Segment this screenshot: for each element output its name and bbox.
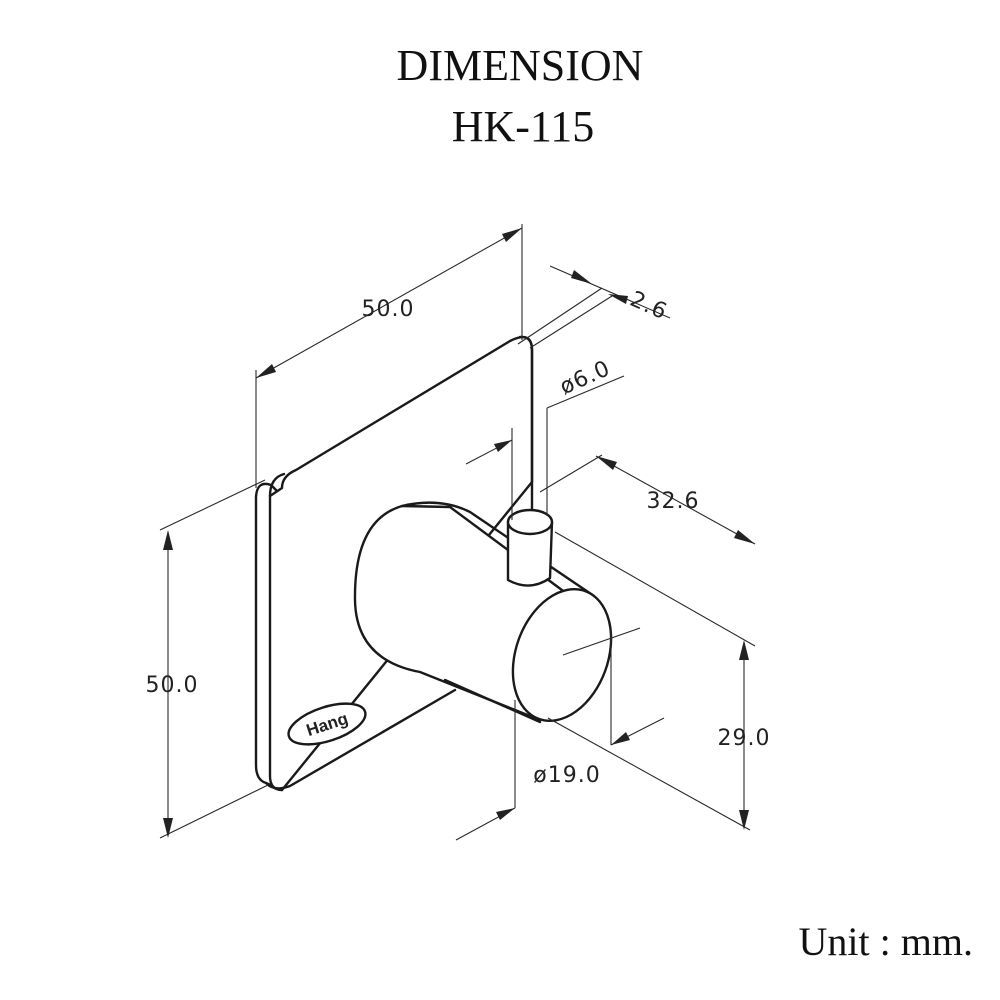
- ext-line-plate-upper-left: [159, 479, 266, 531]
- dim-line-plate-width: [255, 227, 523, 379]
- arrow-projection-right: [734, 530, 755, 544]
- barrel-top-edge: [400, 501, 596, 598]
- label-barrel-offset: 29.0: [718, 726, 771, 751]
- arrow-pin-left: [494, 440, 512, 452]
- ext-line-thickness-a: [517, 287, 603, 345]
- arrow-offset-top: [739, 640, 749, 660]
- ext-line-pin-center: [539, 454, 603, 493]
- dim-line-projection: [595, 455, 756, 545]
- dim-line-thickness: [549, 265, 671, 319]
- ext-line-plate-lower-left: [159, 784, 269, 839]
- arrow-projection-left: [596, 456, 617, 470]
- hang-logo: Hang: [287, 702, 367, 746]
- arrow-barrel-left: [496, 808, 515, 820]
- arrow-barrel-right: [611, 732, 630, 745]
- barrel-center-mark: [562, 627, 641, 656]
- ext-line-projection: [554, 531, 756, 647]
- barrel-bottom-edge: [443, 678, 542, 724]
- label-plate-width: 50.0: [362, 297, 415, 322]
- drawing-title: DIMENSION: [397, 41, 644, 90]
- arrow-width-left: [256, 364, 276, 378]
- hook-pin-top: [506, 508, 554, 536]
- ext-line-thickness-b: [529, 295, 613, 349]
- hook-pin: [506, 520, 554, 587]
- label-plate-thickness: 2.6: [626, 287, 671, 325]
- label-projection: 32.6: [647, 489, 700, 514]
- arrow-thickness-b: [608, 294, 628, 304]
- dim-line-pin-diameter: [546, 375, 625, 409]
- arrow-height-bottom: [163, 818, 173, 838]
- logo-ellipse: [287, 702, 367, 746]
- label-barrel-diameter: ø19.0: [533, 763, 600, 788]
- ext-line-barrel-bottom: [547, 717, 751, 831]
- barrel-end-face: [511, 587, 613, 723]
- label-pin-diameter: ø6.0: [556, 356, 614, 400]
- model-number: HK-115: [452, 102, 595, 151]
- arrow-offset-bottom: [739, 810, 749, 830]
- unit-label: Unit : mm.: [799, 919, 973, 964]
- arrow-height-top: [163, 530, 173, 550]
- arrow-width-right: [502, 228, 522, 242]
- label-plate-height: 50.0: [146, 673, 199, 698]
- arrow-thickness-a: [571, 270, 592, 284]
